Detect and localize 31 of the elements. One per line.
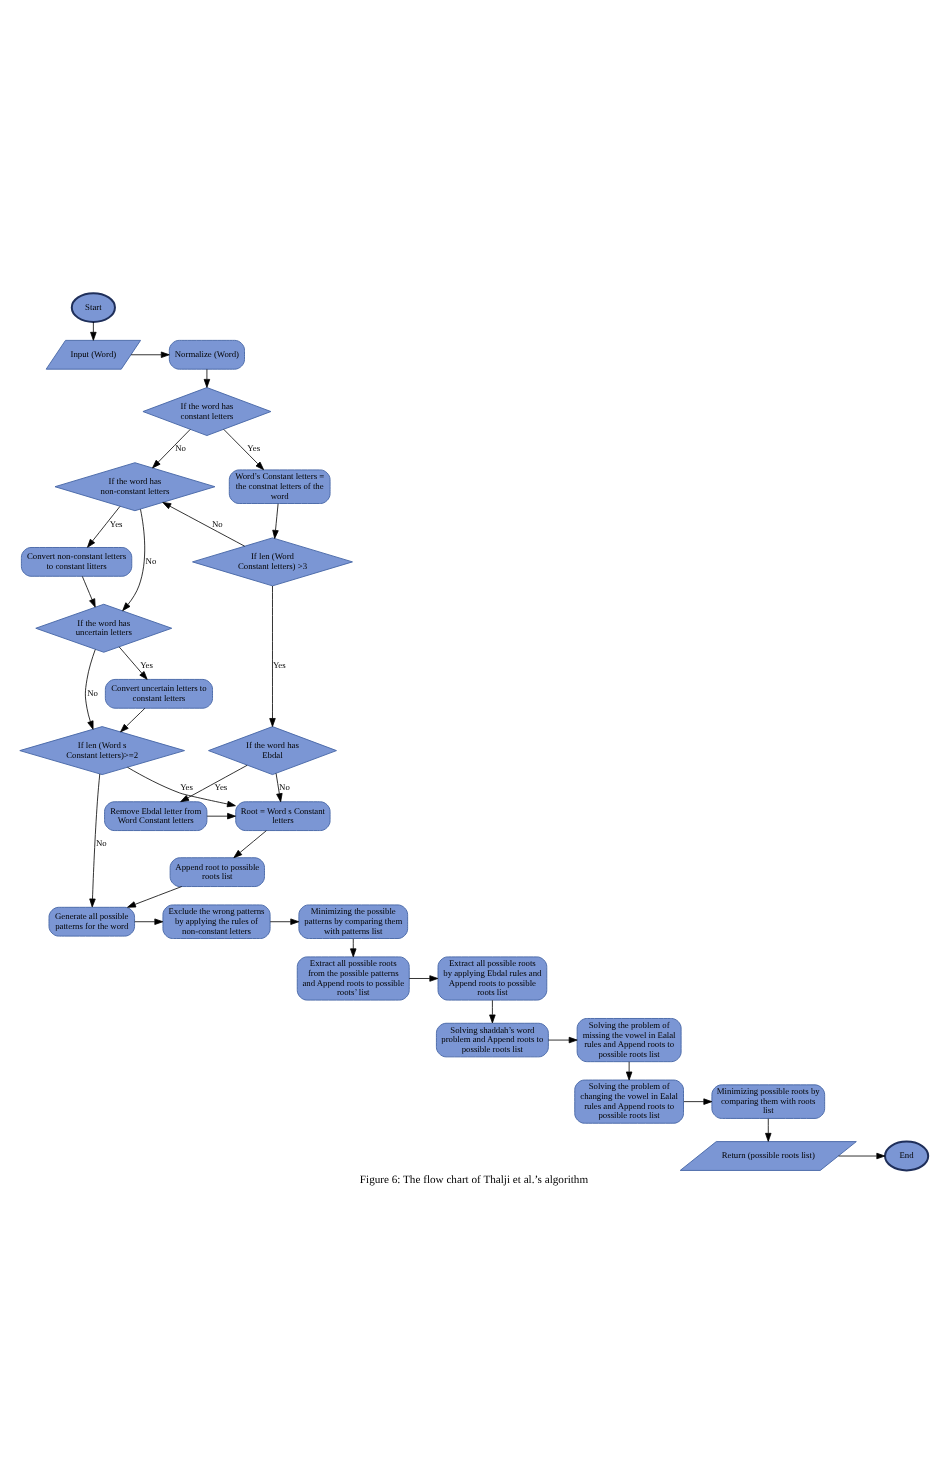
arrow xyxy=(233,830,267,859)
arrow xyxy=(122,508,146,612)
arrow xyxy=(275,773,283,803)
arrow xyxy=(489,999,496,1024)
arrow xyxy=(203,368,211,388)
arrow xyxy=(272,503,279,539)
arrow xyxy=(162,502,246,547)
arrow xyxy=(350,938,357,958)
arrow xyxy=(223,429,265,471)
arrow xyxy=(84,649,96,730)
arrow xyxy=(87,506,121,548)
arrow xyxy=(180,764,248,803)
arrow xyxy=(408,975,439,982)
arrow xyxy=(127,886,183,908)
arrow xyxy=(130,351,170,358)
arrow xyxy=(548,1036,578,1044)
arrow xyxy=(206,812,236,820)
arrow xyxy=(118,646,148,680)
arrow xyxy=(683,1098,713,1105)
arrow xyxy=(152,429,191,469)
arrow xyxy=(127,766,236,808)
arrow xyxy=(269,585,276,727)
arrow xyxy=(838,1152,886,1160)
arrow xyxy=(269,918,300,925)
arrow xyxy=(120,707,146,733)
arrow xyxy=(765,1118,772,1142)
arrow xyxy=(134,918,164,925)
arrow xyxy=(90,321,97,341)
arrow xyxy=(625,1061,633,1081)
arrow xyxy=(81,576,96,608)
arrow xyxy=(89,773,101,908)
